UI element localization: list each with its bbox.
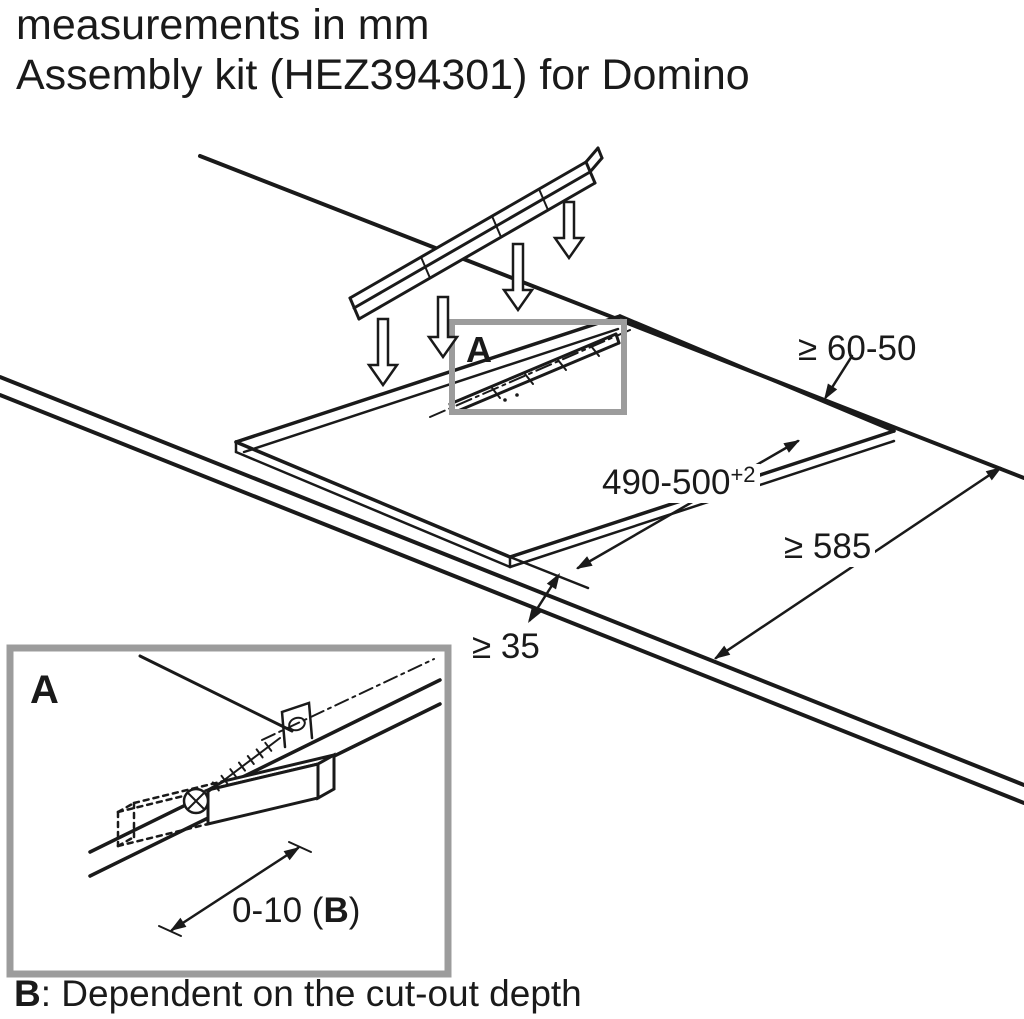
- rail-bracket: [261, 658, 435, 749]
- detail-inset-title-a: A: [30, 668, 59, 712]
- cutout-length-value: 490-500: [602, 463, 731, 502]
- dimension-rail-adjust: [158, 841, 312, 937]
- rail-adjust-suffix: ): [348, 891, 361, 930]
- title-assembly-kit: Assembly kit (HEZ394301) for Domino: [16, 51, 750, 99]
- dim-label-front-clearance: ≥ 35: [472, 627, 540, 666]
- dim-label-cutout-length: 490-500+2: [598, 462, 760, 503]
- footnote-variable: B: [14, 973, 41, 1014]
- footnote-text: : Dependent on the cut-out depth: [40, 973, 582, 1014]
- title-measurements: measurements in mm: [16, 1, 430, 49]
- rail-adjust-prefix: 0-10 (: [232, 891, 324, 930]
- insertion-arrows: [366, 200, 586, 388]
- detail-marker-a: A: [466, 329, 492, 370]
- dim-label-back-clearance: ≥ 60-50: [798, 329, 917, 368]
- assembly-rail: [348, 146, 604, 321]
- dim-label-worktop-depth: ≥ 585: [780, 527, 876, 567]
- dim-label-rail-adjust: 0-10 (B): [232, 891, 361, 931]
- rail-adjust-variable: B: [323, 891, 349, 930]
- dimension-front-clearance: [528, 573, 560, 623]
- footnote-b: B: Dependent on the cut-out depth: [14, 973, 582, 1015]
- installed-rail: [429, 329, 631, 418]
- cutout-length-tolerance: +2: [730, 462, 756, 487]
- adjustment-screw: [182, 737, 281, 815]
- detail-inset: [6, 644, 452, 978]
- cutout-opening: [234, 314, 896, 590]
- dimension-cutout-length: [576, 439, 800, 570]
- detail-reference-box: [449, 319, 627, 415]
- detail-rail-hidden: [116, 779, 226, 848]
- dimension-back-clearance: [824, 354, 854, 400]
